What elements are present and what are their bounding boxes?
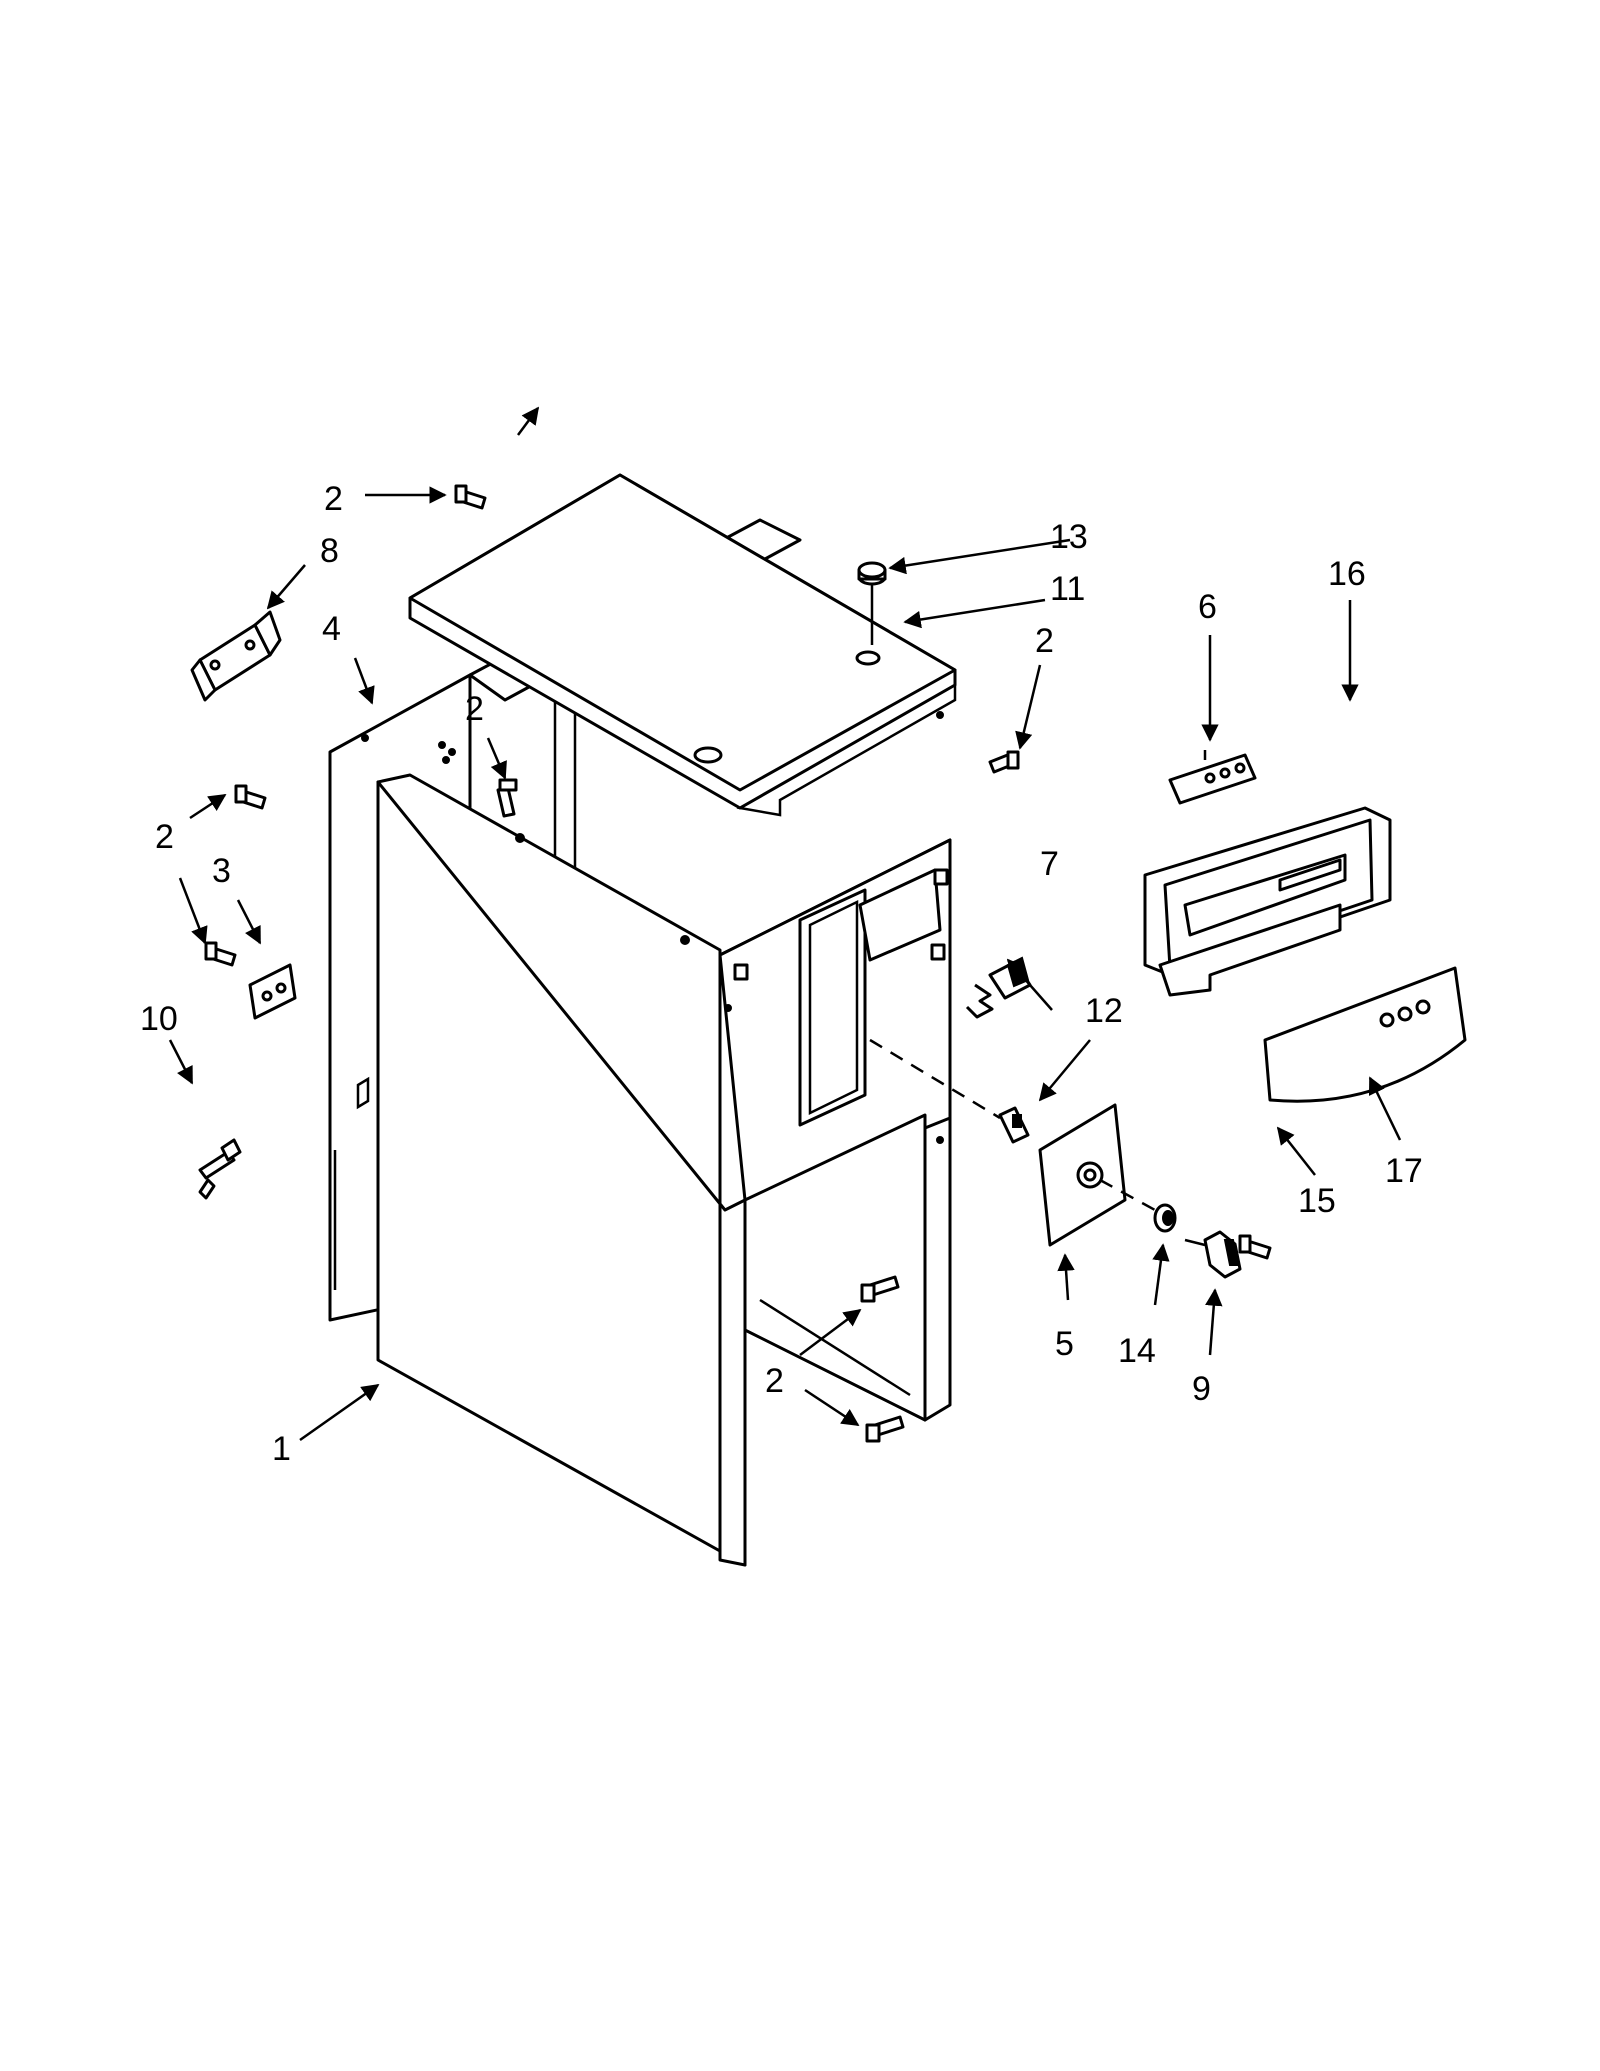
callout-11: 11 — [1050, 570, 1085, 608]
part-overlay-label — [1263, 966, 1467, 1103]
callout-2: 2 — [324, 480, 343, 518]
screw-15 — [1238, 1234, 1272, 1260]
callout-2: 2 — [1035, 622, 1054, 660]
part-switch-assembly — [1168, 750, 1257, 805]
callout-6: 6 — [1198, 588, 1217, 626]
callout-16: 16 — [1328, 555, 1366, 593]
callout-3: 3 — [212, 852, 231, 890]
screw-f — [860, 1275, 900, 1303]
part-small-switch — [869, 1038, 1030, 1144]
callout-5: 5 — [1055, 1325, 1074, 1363]
screw-g — [865, 1415, 905, 1443]
callout-15: 15 — [1298, 1182, 1336, 1220]
callout-2: 2 — [465, 690, 484, 728]
callout-9: 9 — [1192, 1370, 1211, 1408]
leader-lines — [168, 406, 1402, 1442]
screw-c — [496, 778, 518, 818]
callout-14: 14 — [1118, 1332, 1156, 1370]
screw-d — [988, 750, 1020, 774]
callout-7: 7 — [1040, 845, 1059, 883]
callout-2: 2 — [155, 818, 174, 856]
callout-13: 13 — [1050, 518, 1088, 556]
callout-10: 10 — [140, 1000, 178, 1038]
callout-8: 8 — [320, 532, 339, 570]
screw-b — [234, 784, 267, 810]
part-wing-bolt — [198, 1138, 242, 1200]
callout-1: 1 — [272, 1430, 291, 1468]
part-top-cover — [408, 473, 957, 817]
part-cabinet-wrapper — [333, 773, 952, 1567]
part-plate — [248, 963, 297, 1020]
callout-17: 17 — [1385, 1152, 1423, 1190]
part-control-bracket — [1038, 1103, 1156, 1247]
part-knob-base — [1153, 1203, 1177, 1233]
screw-e — [204, 941, 237, 967]
callouts: 2 8 4 2 2 3 10 13 11 2 6 16 7 12 5 14 9 … — [140, 480, 1423, 1468]
callout-12: 12 — [1085, 992, 1123, 1030]
part-switch — [965, 956, 1032, 1019]
part-control-panel — [1143, 806, 1392, 997]
callout-2: 2 — [765, 1362, 784, 1400]
part-knob — [1184, 1230, 1242, 1279]
callout-4: 4 — [322, 610, 341, 648]
part-bracket — [190, 610, 282, 702]
screw-a — [454, 484, 487, 510]
part-plug — [857, 561, 887, 645]
